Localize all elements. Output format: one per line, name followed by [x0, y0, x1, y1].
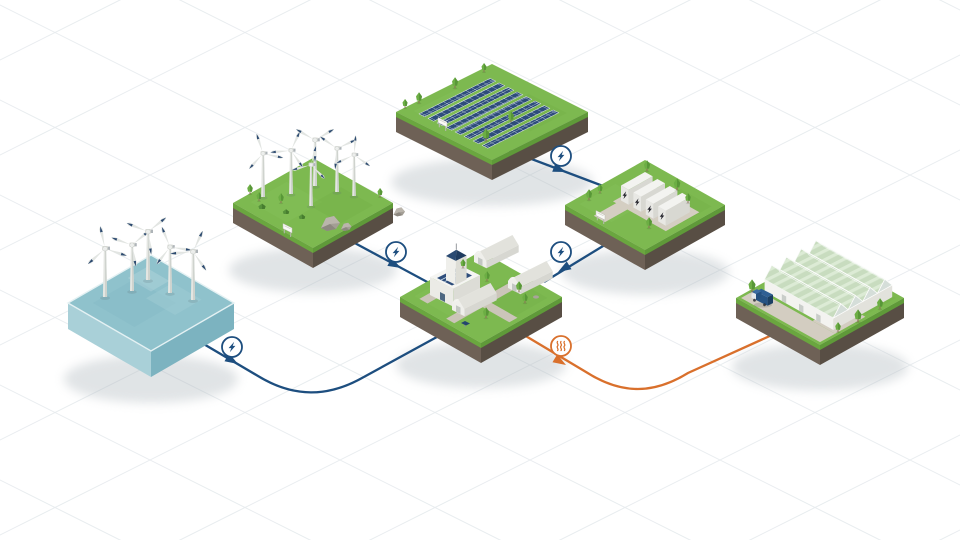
door	[816, 313, 821, 323]
node-greenhouse	[736, 240, 904, 365]
lightning-glyph	[659, 212, 665, 220]
node-solar-park	[396, 63, 588, 180]
lightning-glyph	[622, 191, 628, 199]
diagram-nodes	[66, 63, 904, 377]
door	[781, 294, 787, 304]
arrowhead-edge-storage-to-site	[558, 261, 572, 272]
lightning-icon	[385, 241, 407, 263]
charging-station	[461, 321, 470, 327]
lightning-icon	[550, 145, 572, 167]
battery-units	[621, 172, 690, 226]
greenhouse-building	[764, 240, 893, 330]
node-offshore-wind-farm	[66, 215, 236, 377]
door	[799, 303, 804, 314]
shadow-greenhouse	[731, 343, 909, 391]
door	[440, 292, 445, 302]
tile-shadows	[63, 158, 909, 403]
lightning-icon	[221, 336, 243, 358]
shadow-battery-storage	[561, 249, 729, 295]
lightning-glyph	[634, 198, 640, 206]
shadow-offshore-wind-farm	[63, 355, 239, 403]
shadow-onshore-wind-farm	[229, 247, 397, 293]
edge-site-to-greenhouse	[513, 328, 773, 391]
node-onshore-wind-farm	[233, 122, 405, 268]
battery-unit	[658, 192, 690, 226]
shadow-solar-park	[391, 158, 593, 206]
shadow-industrial-site	[395, 342, 567, 388]
lightning-glyph	[647, 205, 652, 213]
node-battery-storage	[565, 160, 725, 270]
heat-icon	[550, 335, 572, 357]
flow-arrows-and-icons	[221, 145, 572, 365]
edge-storage-to-site	[543, 242, 609, 283]
lightning-icon	[550, 241, 572, 263]
delivery-truck	[751, 288, 773, 308]
tile-base-solar-park	[396, 64, 588, 180]
edge-offshore-wind-to-site	[184, 330, 447, 394]
arrowhead-edge-site-to-greenhouse	[552, 354, 566, 365]
node-industrial-site	[400, 235, 562, 363]
main-building	[430, 243, 480, 307]
solar-panel-array	[418, 78, 560, 149]
